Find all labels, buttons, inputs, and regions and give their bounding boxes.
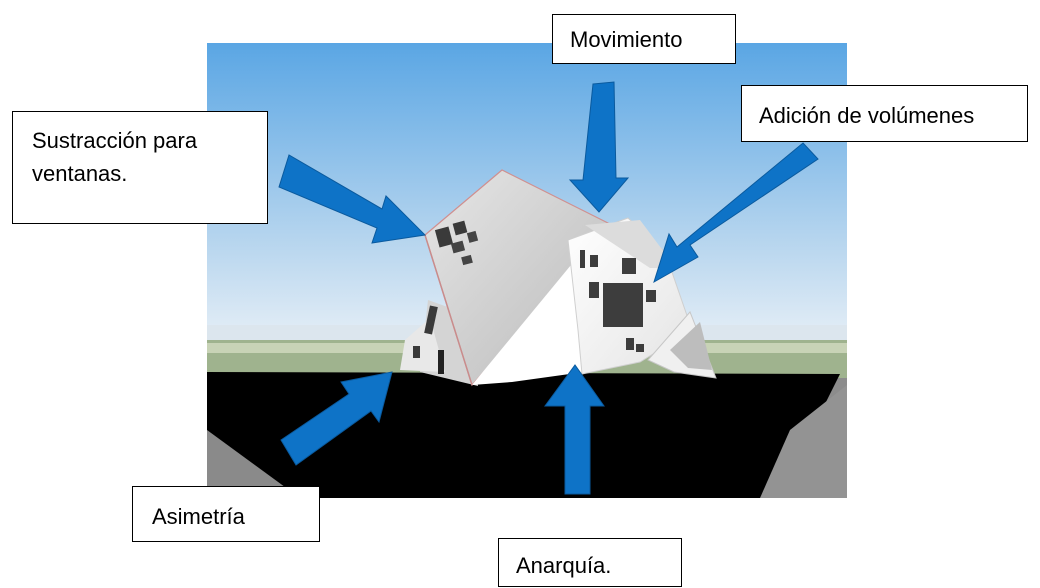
window	[424, 305, 438, 335]
arrow-icon	[653, 142, 819, 284]
right-volume-top	[585, 220, 676, 268]
label-asimetria: Asimetría	[132, 486, 320, 542]
door	[438, 350, 444, 374]
label-anarquia: Anarquía.	[498, 538, 682, 587]
right-wing-shadow	[670, 322, 712, 370]
window	[450, 240, 466, 254]
window	[461, 254, 473, 266]
left-low-volume	[400, 318, 445, 372]
arrow-icon	[568, 81, 630, 213]
window	[413, 346, 420, 358]
label-sustraccion-text: Sustracción para ventanas.	[32, 128, 198, 186]
window	[622, 258, 636, 274]
road-corner	[207, 430, 300, 498]
road-right	[760, 385, 847, 498]
arrow-icon	[280, 371, 393, 466]
label-adicion-de-volumenes: Adición de volúmenes	[741, 85, 1028, 142]
front-white-wall	[472, 248, 585, 385]
label-movimiento: Movimiento	[552, 14, 736, 64]
label-anarquia-text: Anarquía.	[516, 553, 612, 578]
window	[434, 226, 454, 248]
arrow-icon	[544, 364, 605, 495]
window	[626, 338, 634, 350]
tilted-building	[400, 169, 717, 387]
window	[590, 255, 598, 267]
window	[589, 282, 599, 298]
window	[466, 230, 479, 243]
arrow-icon	[278, 154, 427, 244]
label-adicion-text: Adición de volúmenes	[759, 103, 975, 128]
window	[580, 250, 585, 268]
roof-edge	[424, 234, 473, 386]
label-asimetria-text: Asimetría	[152, 504, 245, 529]
window	[452, 220, 468, 236]
label-sustraccion-para-ventanas: Sustracción para ventanas.	[12, 111, 268, 224]
label-movimiento-text: Movimiento	[570, 27, 683, 52]
window	[603, 283, 643, 327]
window	[636, 344, 644, 352]
window	[646, 290, 656, 302]
